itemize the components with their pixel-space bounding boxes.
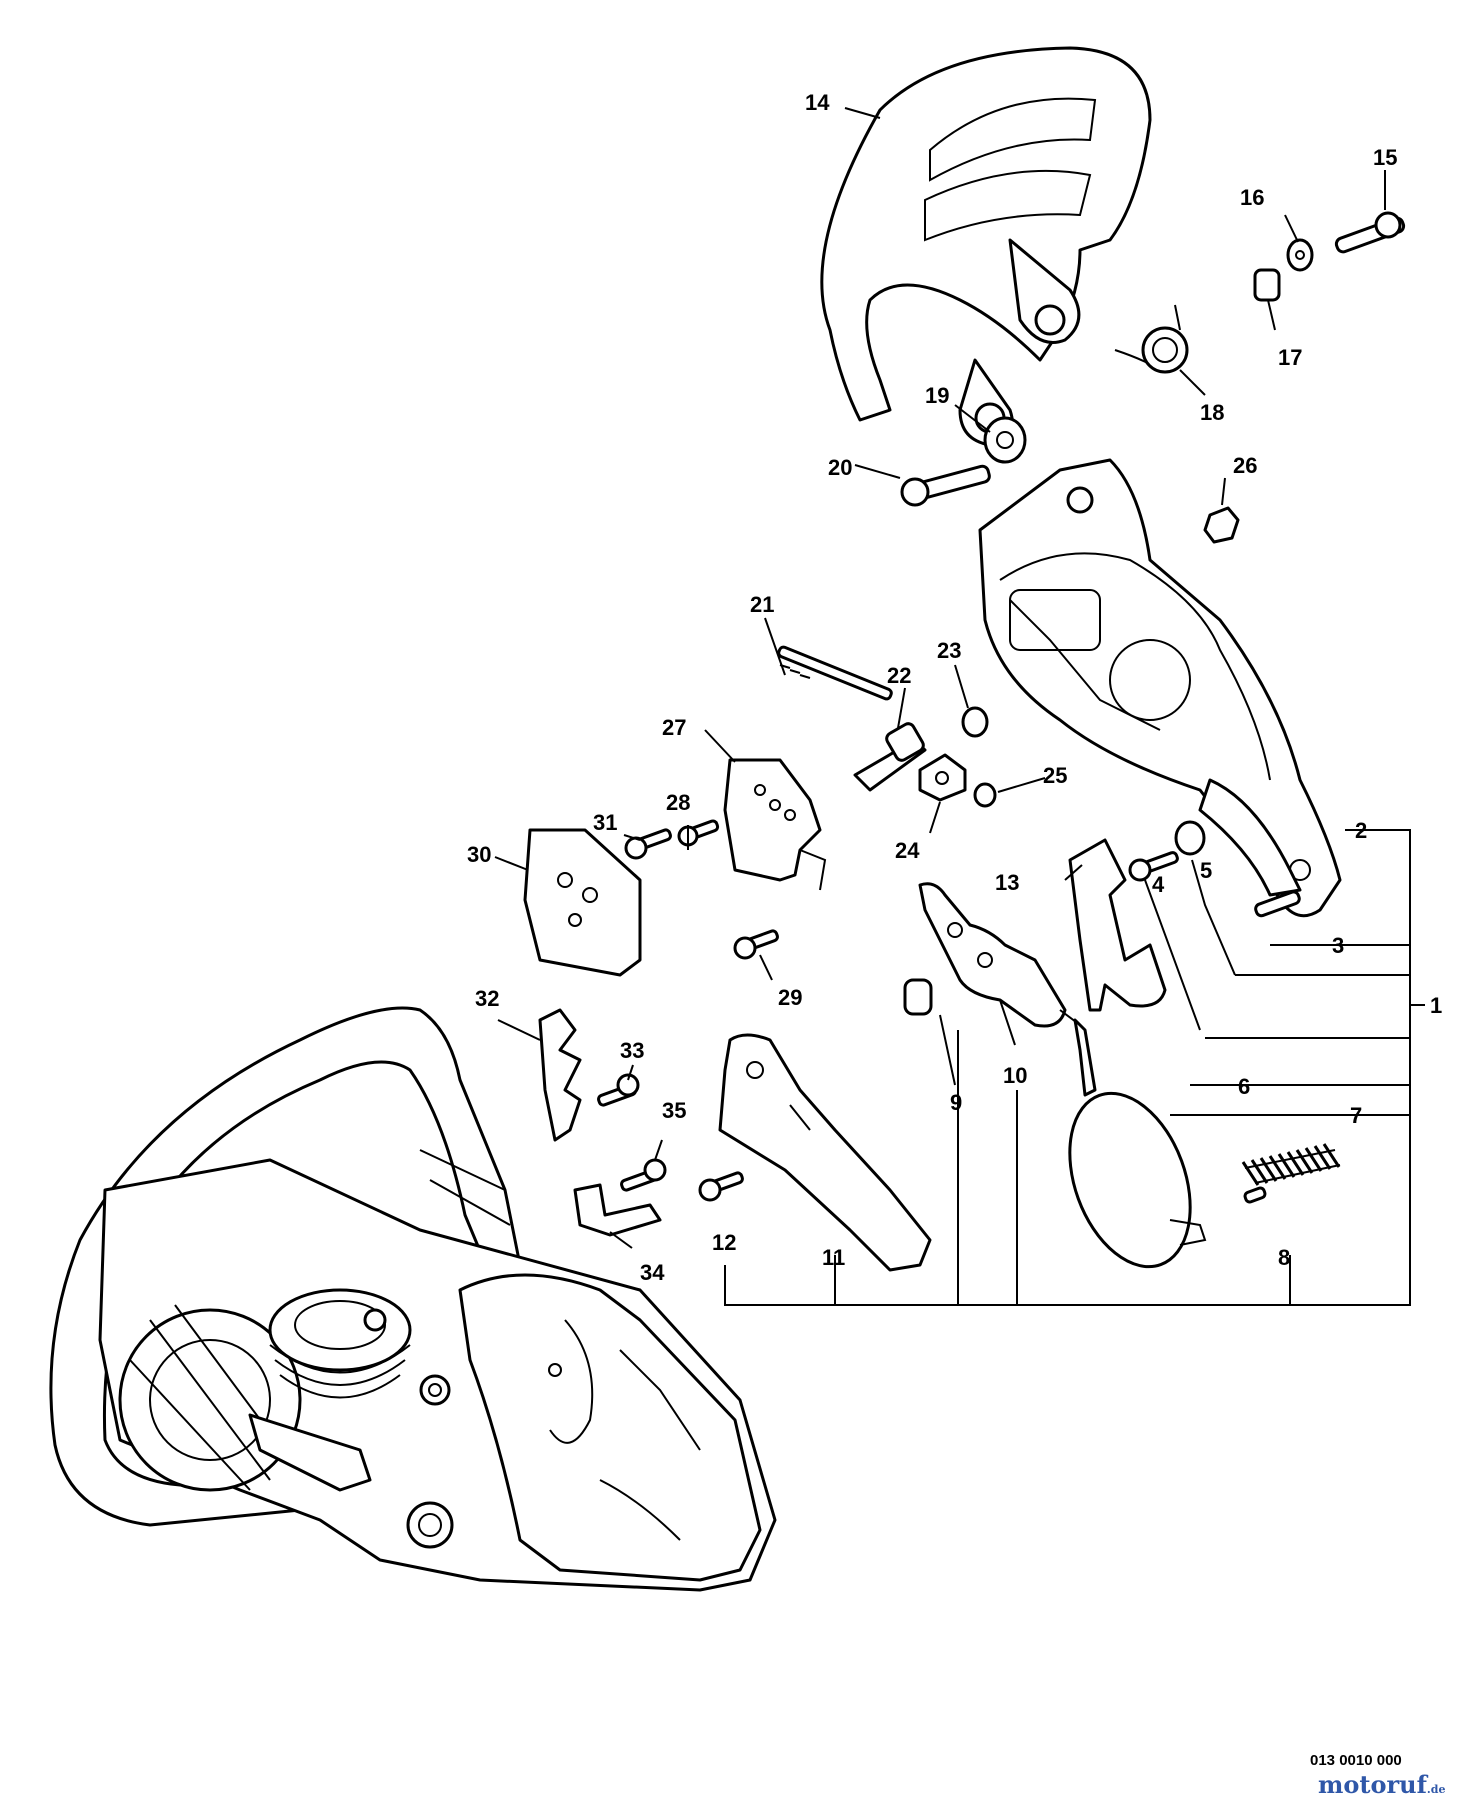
site-watermark: motoruf.de (1318, 1770, 1445, 1799)
callout-1: 1 (1430, 993, 1442, 1018)
callout-15: 15 (1373, 145, 1397, 170)
watermark-name: motoruf (1318, 1770, 1427, 1799)
callout-6: 6 (1238, 1074, 1250, 1099)
pin-part (1254, 890, 1301, 918)
callout-33: 33 (620, 1038, 644, 1063)
screw-part-12 (698, 1171, 744, 1202)
nut-part (1203, 506, 1240, 544)
callout-21: 21 (750, 592, 774, 617)
cover-plate-part-27 (723, 758, 827, 891)
callout-20: 20 (828, 455, 852, 480)
callout-7: 7 (1350, 1103, 1362, 1128)
callout-32: 32 (475, 986, 499, 1011)
brake-lever-part (1068, 838, 1167, 1012)
small-pin-part (1243, 1186, 1267, 1204)
nut-part-23 (961, 706, 989, 738)
callout-5: 5 (1200, 858, 1212, 883)
drawing-number: 013 0010 000 (1310, 1752, 1402, 1769)
callout-bracket-lines (724, 829, 1425, 1306)
callout-numbers: 1 2 3 4 5 6 7 8 9 10 11 12 13 14 15 16 1… (467, 90, 1442, 1285)
callout-13: 13 (995, 870, 1019, 895)
screw-part-31 (624, 828, 672, 860)
lever-plate-part (918, 882, 1081, 1028)
clutch-cover-part (978, 458, 1342, 918)
spike-plate-part (538, 1008, 582, 1142)
callout-27: 27 (662, 715, 686, 740)
side-plate-part-30 (523, 828, 642, 977)
callout-4: 4 (1152, 872, 1165, 897)
coil-spring-part (1241, 1143, 1341, 1186)
hand-guard-part (820, 46, 1152, 447)
callout-23: 23 (937, 638, 961, 663)
callout-8: 8 (1278, 1245, 1290, 1270)
callout-14: 14 (805, 90, 830, 115)
chain-catcher-part (718, 1033, 932, 1272)
brake-band-part (1068, 1018, 1207, 1269)
callout-25: 25 (1043, 763, 1067, 788)
callout-29: 29 (778, 985, 802, 1010)
washer-part-25 (973, 782, 997, 808)
washer-part-5 (1174, 820, 1206, 856)
bracket-part (573, 1183, 662, 1237)
callout-9: 9 (950, 1090, 962, 1115)
callout-2: 2 (1355, 818, 1367, 843)
callout-35: 35 (662, 1098, 686, 1123)
callout-31: 31 (593, 810, 617, 835)
bushing-part-9 (903, 978, 933, 1016)
spring-part (1114, 304, 1189, 374)
chainsaw-body (49, 1006, 777, 1592)
callout-24: 24 (895, 838, 920, 863)
stud-part (777, 645, 893, 701)
screw-part-33 (597, 1073, 640, 1107)
callout-18: 18 (1200, 400, 1224, 425)
screw-washer-bushing-parts (1253, 211, 1406, 302)
screw-part-29 (733, 929, 779, 960)
adjuster-pin-part (853, 722, 927, 792)
callout-34: 34 (640, 1260, 665, 1285)
callout-30: 30 (467, 842, 491, 867)
callout-12: 12 (712, 1230, 736, 1255)
callout-17: 17 (1278, 345, 1302, 370)
callout-leader-lines (494, 107, 1386, 1249)
callout-3: 3 (1332, 933, 1344, 958)
callout-10: 10 (1003, 1063, 1027, 1088)
adjuster-block-part (918, 753, 967, 802)
callout-22: 22 (887, 663, 911, 688)
callout-26: 26 (1233, 453, 1257, 478)
callout-19: 19 (925, 383, 949, 408)
watermark-suffix: .de (1426, 1783, 1446, 1796)
callout-28: 28 (666, 790, 690, 815)
screw-part-28 (677, 819, 720, 847)
screw-part-35 (620, 1158, 667, 1192)
screw-part-4 (1128, 851, 1179, 882)
bushing-and-bolt-parts (900, 416, 1027, 507)
callout-16: 16 (1240, 185, 1264, 210)
callout-11: 11 (822, 1245, 845, 1270)
